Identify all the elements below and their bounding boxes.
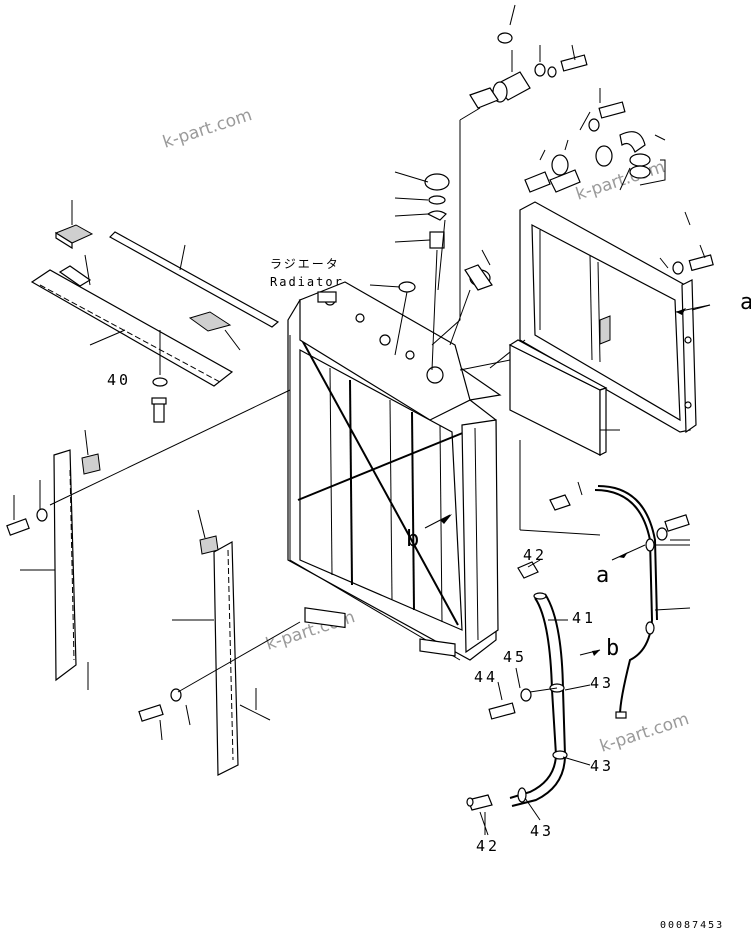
label-43-upper: 43 [590,674,614,692]
drawing-number: 00087453 [660,920,724,931]
label-41: 41 [572,609,596,627]
second-hose-fittings [524,88,666,193]
label-44: 44 [474,668,498,686]
clamps-42 [466,559,541,836]
shroud-frame [489,201,714,434]
radiator-core [287,281,502,661]
watermark-top: k-part.com [160,105,254,153]
ref-letter-b-hose: b [606,636,619,661]
ref-letter-b-core: b [406,527,419,552]
upper-hose-fittings [431,4,588,346]
label-43-middle: 43 [590,757,614,775]
cap-and-small-parts [369,171,493,371]
ref-letter-a-upper: a [740,290,751,315]
oil-cooler-plate [459,339,620,470]
watermark-right: k-part.com [573,157,667,205]
lower-hose-41 [509,592,568,807]
reference-arrows [424,304,711,656]
label-42-upper: 42 [523,546,547,564]
right-hose-assembly [519,470,691,719]
ref-letter-a-lower: a [596,563,609,588]
lower-side-seal [138,509,301,776]
left-side-seal [6,389,291,690]
label-43-lower: 43 [530,822,554,840]
title-japanese: ラジエータ [270,257,340,271]
label-42-lower: 42 [476,837,500,855]
watermark-bottom-right: k-part.com [597,709,691,757]
title-english: Radiator [270,275,344,289]
top-seal-strips [30,200,280,387]
bolt-40 [151,330,168,423]
label-40: 40 [107,371,131,389]
label-45: 45 [503,648,527,666]
bolt-44-washer-45 [488,667,558,720]
